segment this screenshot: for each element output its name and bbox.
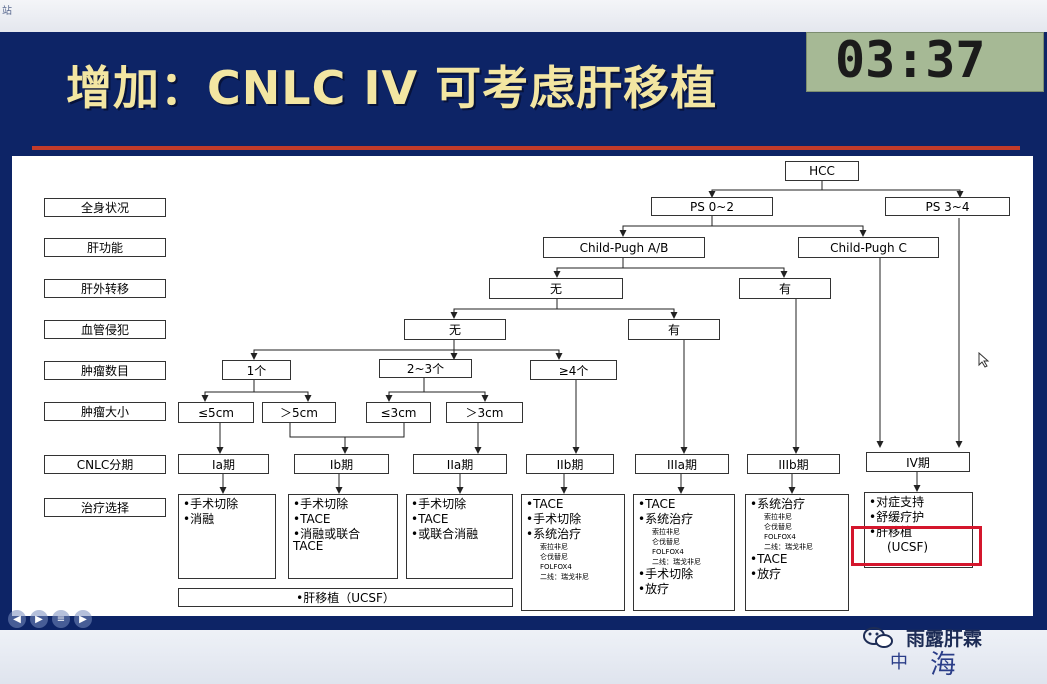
mouse-cursor-icon [978,351,992,368]
treatment-item: •TACE [293,512,331,526]
node-tumor-count-4plus: ≥4个 [530,360,617,380]
treatment-item: •手术切除 [411,497,467,511]
treatment-item: •TACE [411,512,449,526]
treatment-item: •放疗 [750,567,782,581]
slide-title: 增加：CNLC IV 可考虑肝移植 [66,61,718,115]
playback-control-icons[interactable]: ◀ ▶ ≡ ▶ [8,610,92,630]
treatment-item: •放疗 [638,582,670,596]
shanghai-logo: 海 [930,650,957,680]
treatment-item: •消融 [183,512,215,526]
treatment-item: •消融或联合 [293,527,361,541]
node-size-le-3cm: ≤3cm [366,402,431,423]
row-label-vascular-invasion: 血管侵犯 [44,320,166,339]
treatment-box-iia: •手术切除 •TACE •或联合消融 [406,494,513,579]
menu-icon[interactable]: ≡ [52,610,70,628]
node-size-le-5cm: ≤5cm [178,402,254,423]
node-extrahepatic-no: 无 [489,278,623,299]
top-strip-text: 站 [2,6,12,17]
treatment-box-ib: •手术切除 •TACE •消融或联合 TACE [288,494,398,579]
title-underline [32,146,1020,150]
treatment-item: •手术切除 [293,497,349,511]
stage-iiia: IIIa期 [635,454,729,474]
prev-icon[interactable]: ◀ [8,610,26,628]
drug-item: 仑伐替尼 [764,523,792,531]
timer-value: 03:37 [835,31,986,89]
treatment-item: •对症支持 [869,495,925,509]
treatment-box-iib: •TACE •手术切除 •系统治疗 索拉非尼 仑伐替尼 FOLFOX4 二线：瑞… [521,494,625,611]
node-size-gt-3cm: ＞3cm [446,402,523,423]
row-label-tumor-number: 肿瘤数目 [44,361,166,380]
browser-top-strip: 站 [0,0,1047,32]
treatment-box-iiia: •TACE •系统治疗 索拉非尼 仑伐替尼 FOLFOX4 二线：瑞戈非尼 •手… [633,494,735,611]
treatment-box-iiib: •系统治疗 索拉非尼 仑伐替尼 FOLFOX4 二线：瑞戈非尼 •TACE •放… [745,494,849,611]
row-label-treatment: 治疗选择 [44,498,166,517]
treatment-item: •系统治疗 [750,497,806,511]
node-child-pugh-ab: Child-Pugh A/B [543,237,705,258]
treatment-item: •手术切除 [183,497,239,511]
treatment-item: •系统治疗 [526,527,582,541]
treatment-box-iv: •对症支持 •舒缓疗护 •肝移植 (UCSF) [864,492,973,568]
drug-item: FOLFOX4 [652,548,684,556]
wechat-icon [862,626,894,650]
row-label-cnlc-stage: CNLC分期 [44,455,166,474]
node-child-pugh-c: Child-Pugh C [798,237,939,258]
row-label-extrahepatic-metastasis: 肝外转移 [44,279,166,298]
node-ps-0-2: PS 0~2 [651,197,773,216]
node-vascular-yes: 有 [628,319,720,340]
stage-iiib: IIIb期 [747,454,840,474]
treatment-item: •系统治疗 [638,512,694,526]
row-label-tumor-size: 肿瘤大小 [44,402,166,421]
treatment-box-ia: •手术切除 •消融 [178,494,276,579]
treatment-item: •TACE [750,552,788,566]
drug-item: 二线：瑞戈非尼 [764,543,813,551]
node-tumor-count-2-3: 2~3个 [379,359,472,378]
node-hcc: HCC [785,161,859,181]
drug-item: 索拉非尼 [652,528,680,536]
transplant-ucsf-bar: •肝移植（UCSF） [178,588,513,607]
drug-item: 二线：瑞戈非尼 [652,558,701,566]
treatment-item: •TACE [638,497,676,511]
stage-ib: Ib期 [294,454,389,474]
drug-item: FOLFOX4 [540,563,572,571]
drug-item: 仑伐替尼 [652,538,680,546]
node-size-gt-5cm: ＞5cm [262,402,336,423]
node-extrahepatic-yes: 有 [739,278,831,299]
stage-iib: IIb期 [526,454,614,474]
treatment-item: TACE [293,539,324,553]
treatment-item: (UCSF) [887,540,929,554]
drug-item: 仑伐替尼 [540,553,568,561]
drug-item: 二线：瑞戈非尼 [540,573,589,581]
bottom-banner [0,630,1047,684]
stage-ia: Ia期 [178,454,269,474]
treatment-item: •手术切除 [638,567,694,581]
countdown-timer: 03:37 [806,31,1044,92]
treatment-item: •TACE [526,497,564,511]
node-tumor-count-1: 1个 [222,360,291,380]
row-label-general-status: 全身状况 [44,198,166,217]
next-icon[interactable]: ▶ [74,610,92,628]
row-label-liver-function: 肝功能 [44,238,166,257]
treatment-item: •舒缓疗护 [869,510,925,524]
tower-logo-text: 中 [890,652,908,673]
highlight-box-liver-transplant [851,526,982,566]
drug-item: FOLFOX4 [764,533,796,541]
play-icon[interactable]: ▶ [30,610,48,628]
node-ps-3-4: PS 3~4 [885,197,1010,216]
stage-iv: IV期 [866,452,970,472]
drug-item: 索拉非尼 [764,513,792,521]
node-vascular-no: 无 [404,319,506,340]
drug-item: 索拉非尼 [540,543,568,551]
watermark-text: 雨露肝霖 [906,628,983,650]
treatment-item: •手术切除 [526,512,582,526]
stage-iia: IIa期 [413,454,507,474]
treatment-item: •或联合消融 [411,527,479,541]
